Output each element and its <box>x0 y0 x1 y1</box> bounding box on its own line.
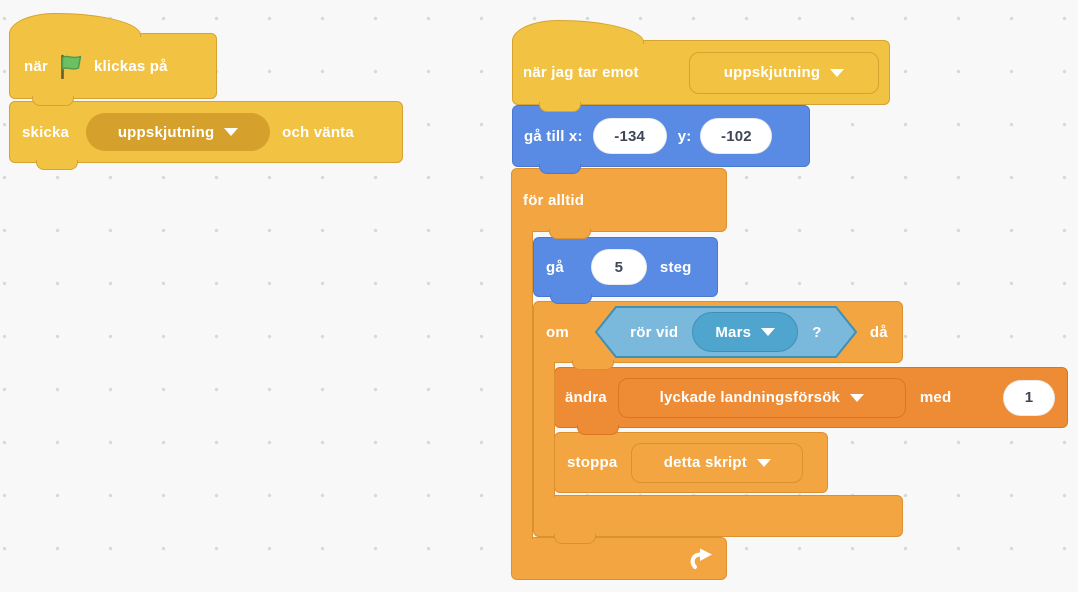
green-flag-icon <box>61 54 82 79</box>
forever-label: för alltid <box>523 191 585 209</box>
y-value: -102 <box>721 127 752 145</box>
block-change-variable[interactable]: ändra lyckade landningsförsök med 1 <box>554 367 1068 435</box>
dropdown-arrow-icon <box>224 128 239 136</box>
touching-target-dropdown[interactable]: Mars <box>692 312 799 352</box>
stop-option-value: detta skript <box>663 454 747 471</box>
receive-message-dropdown[interactable]: uppskjutning <box>689 51 879 94</box>
variable-name-value: lyckade landningsförsök <box>659 389 841 406</box>
amount-input[interactable]: 1 <box>1003 379 1055 416</box>
if-left-arm[interactable] <box>533 361 555 497</box>
and-wait-label: och vänta <box>282 123 354 141</box>
move-verb-label: gå <box>546 258 564 276</box>
touching-target-value: Mars <box>715 323 752 341</box>
steps-value: 5 <box>614 258 624 276</box>
steps-unit-label: steg <box>659 258 692 276</box>
forever-left-arm[interactable] <box>511 230 533 539</box>
stop-option-dropdown[interactable]: detta skript <box>631 442 804 483</box>
amount-value: 1 <box>1024 389 1034 406</box>
block-broadcast-and-wait[interactable]: skicka uppskjutning och vänta <box>9 101 403 170</box>
dropdown-arrow-icon <box>830 68 845 77</box>
dropdown-arrow-icon <box>757 458 771 467</box>
when-i-receive-label: när jag tar emot <box>523 64 639 81</box>
x-value: -134 <box>614 127 646 145</box>
receive-message-value: uppskjutning <box>723 64 821 81</box>
variable-dropdown[interactable]: lyckade landningsförsök <box>617 377 906 418</box>
block-touching-condition[interactable]: rör vid Mars ? <box>594 306 857 358</box>
y-label: y: <box>677 127 692 145</box>
if-label: om <box>546 323 569 341</box>
dropdown-arrow-icon <box>850 393 865 402</box>
broadcast-verb-label: skicka <box>22 123 70 141</box>
block-stop[interactable]: stoppa detta skript <box>554 432 828 493</box>
stop-verb-label: stoppa <box>567 454 618 471</box>
go-to-x-label: gå till x: <box>524 127 583 145</box>
broadcast-message-dropdown[interactable]: uppskjutning <box>86 113 271 151</box>
block-go-to-xy[interactable]: gå till x: -134 y: -102 <box>512 105 810 174</box>
touching-label: rör vid <box>630 323 679 341</box>
change-verb-label: ändra <box>565 389 607 406</box>
block-when-flag-clicked[interactable]: när klickas på <box>8 13 217 106</box>
clicked-label: klickas på <box>93 57 168 75</box>
steps-input[interactable]: 5 <box>590 249 647 285</box>
y-value-input[interactable]: -102 <box>700 118 773 154</box>
dropdown-arrow-icon <box>761 328 776 336</box>
forever-bottom-bar[interactable] <box>511 537 727 580</box>
block-when-i-receive[interactable]: när jag tar emot uppskjutning <box>511 20 890 112</box>
if-bottom-bar[interactable] <box>533 495 903 544</box>
by-label: med <box>919 389 952 406</box>
block-move-steps[interactable]: gå 5 steg <box>533 237 718 304</box>
x-value-input[interactable]: -134 <box>592 118 667 154</box>
block-forever[interactable]: för alltid <box>511 168 727 239</box>
then-label: då <box>869 323 888 341</box>
loop-arrow-icon <box>690 548 712 569</box>
block-if-then[interactable]: om rör vid Mars ? då <box>533 301 903 370</box>
broadcast-message-value: uppskjutning <box>117 123 215 141</box>
when-label: när <box>24 57 48 75</box>
question-mark-label: ? <box>812 323 822 341</box>
